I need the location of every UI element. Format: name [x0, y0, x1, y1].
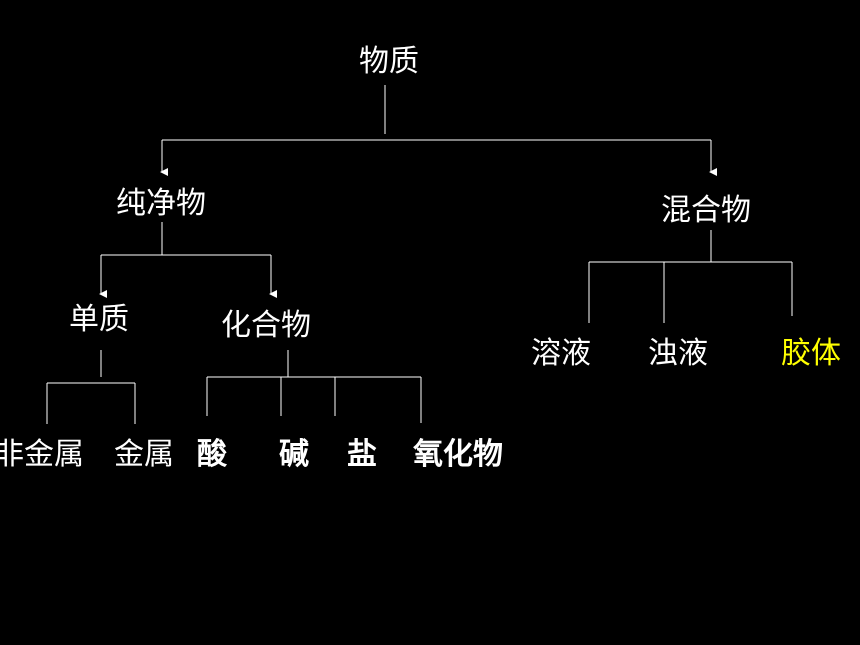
node-mixture: 混合物	[661, 193, 751, 228]
node-element: 单质	[69, 302, 129, 337]
node-compound: 化合物	[221, 308, 311, 343]
node-colloid: 胶体	[781, 336, 841, 371]
node-root: 物质	[359, 44, 419, 79]
node-base: 碱	[279, 437, 309, 472]
node-solution: 溶液	[531, 336, 591, 371]
node-acid: 酸	[197, 437, 227, 472]
node-salt: 盐	[347, 437, 377, 472]
node-metal: 金属	[114, 437, 174, 472]
node-pure: 纯净物	[116, 186, 206, 221]
node-suspension: 浊液	[648, 336, 708, 371]
node-nonmetal: 非金属	[0, 437, 84, 472]
node-oxide: 氧化物	[413, 437, 503, 472]
